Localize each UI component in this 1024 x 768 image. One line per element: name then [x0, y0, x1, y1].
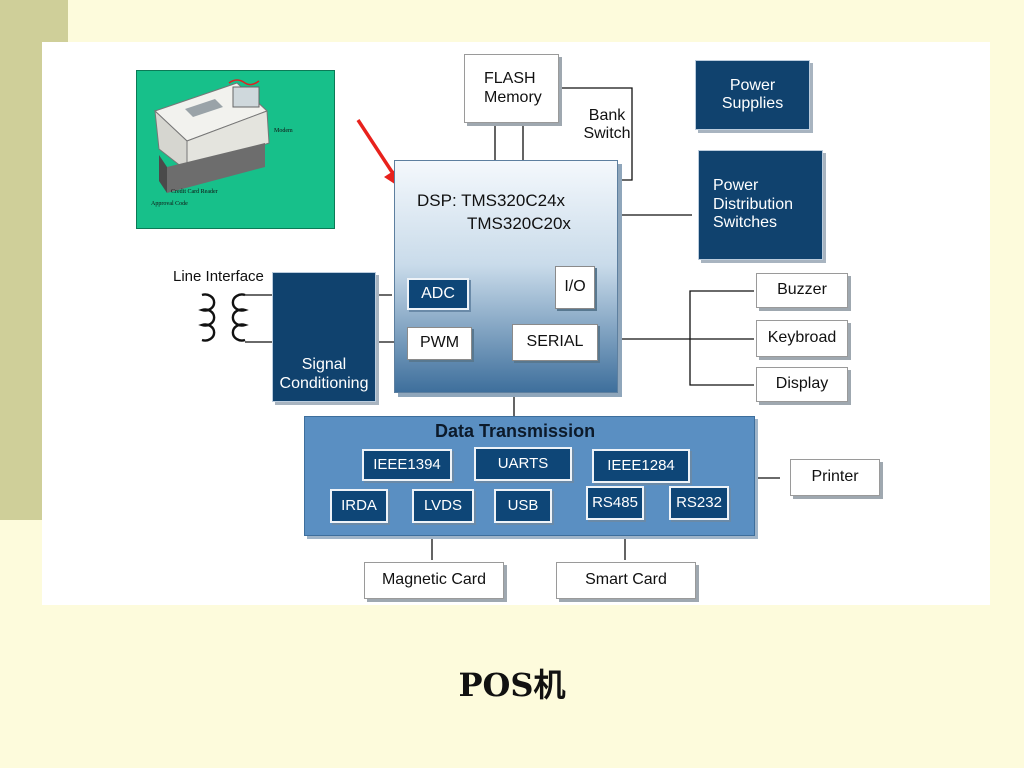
uarts-module: UARTS: [474, 447, 572, 481]
signal-conditioning-label-line1: Signal: [301, 356, 347, 374]
dsp-label-line1: DSP: TMS320C24x: [417, 191, 566, 210]
power-supplies-label-line2: Supplies: [721, 95, 784, 112]
slide-sidebar-accent-top: [42, 0, 68, 42]
smart-card-block: Smart Card: [556, 562, 696, 599]
printer-block: Printer: [790, 459, 880, 496]
slide-caption: POS机: [458, 666, 566, 704]
power-supplies-block: Power Supplies: [695, 60, 810, 130]
power-supplies-label-line1: Power: [729, 76, 776, 94]
keyboard-block: Keybroad: [756, 320, 848, 357]
irda-module: IRDA: [330, 489, 388, 523]
rs485-module: RS485: [586, 486, 644, 520]
modem-label: Modem: [274, 128, 293, 134]
bank-switch-label-line1: Bank: [588, 106, 626, 124]
dsp-label-line2: TMS320C20x: [467, 214, 571, 233]
usb-module: USB: [494, 489, 552, 523]
data-transmission-title: Data Transmission: [435, 421, 596, 441]
io-module: I/O: [555, 266, 595, 309]
power-distribution-label-line2: Distribution: [713, 195, 794, 213]
credit-card-reader-label: Credit Card Reader: [171, 189, 218, 195]
flash-memory-label-line1: FLASH: [484, 70, 536, 88]
slide-sidebar-accent: [0, 0, 42, 520]
power-distribution-label-line3: Switches: [713, 214, 778, 232]
display-block: Display: [756, 367, 848, 402]
rs232-module: RS232: [669, 486, 729, 520]
bank-switch-label-line2: Switch: [583, 125, 631, 142]
pwm-module: PWM: [407, 327, 472, 360]
bank-switch-label: Bank Switch: [578, 102, 636, 148]
power-distribution-label-line1: Power: [713, 177, 759, 195]
flash-memory-block: FLASH Memory: [464, 54, 559, 123]
ieee1394-module: IEEE1394: [362, 449, 452, 481]
power-distribution-switches-block: Power Distribution Switches: [698, 150, 823, 260]
cash-register-icon: [154, 79, 270, 193]
adc-module: ADC: [407, 278, 469, 310]
ieee1284-module: IEEE1284: [592, 449, 690, 483]
line-interface-label: Line Interface: [173, 268, 264, 285]
transformer-coil-icon: [198, 293, 249, 342]
pos-block-diagram: Modem Credit Card Reader Approval Code F…: [42, 42, 990, 605]
serial-module: SERIAL: [512, 324, 598, 361]
signal-conditioning-label-line2: Conditioning: [279, 374, 369, 392]
lvds-module: LVDS: [412, 489, 474, 523]
magnetic-card-block: Magnetic Card: [364, 562, 504, 599]
flash-memory-label-line2: Memory: [484, 88, 542, 106]
buzzer-block: Buzzer: [756, 273, 848, 308]
approval-code-label: Approval Code: [151, 201, 188, 207]
pos-terminal-image: Modem Credit Card Reader Approval Code: [136, 70, 335, 229]
signal-conditioning-block: Signal Conditioning: [272, 272, 376, 402]
